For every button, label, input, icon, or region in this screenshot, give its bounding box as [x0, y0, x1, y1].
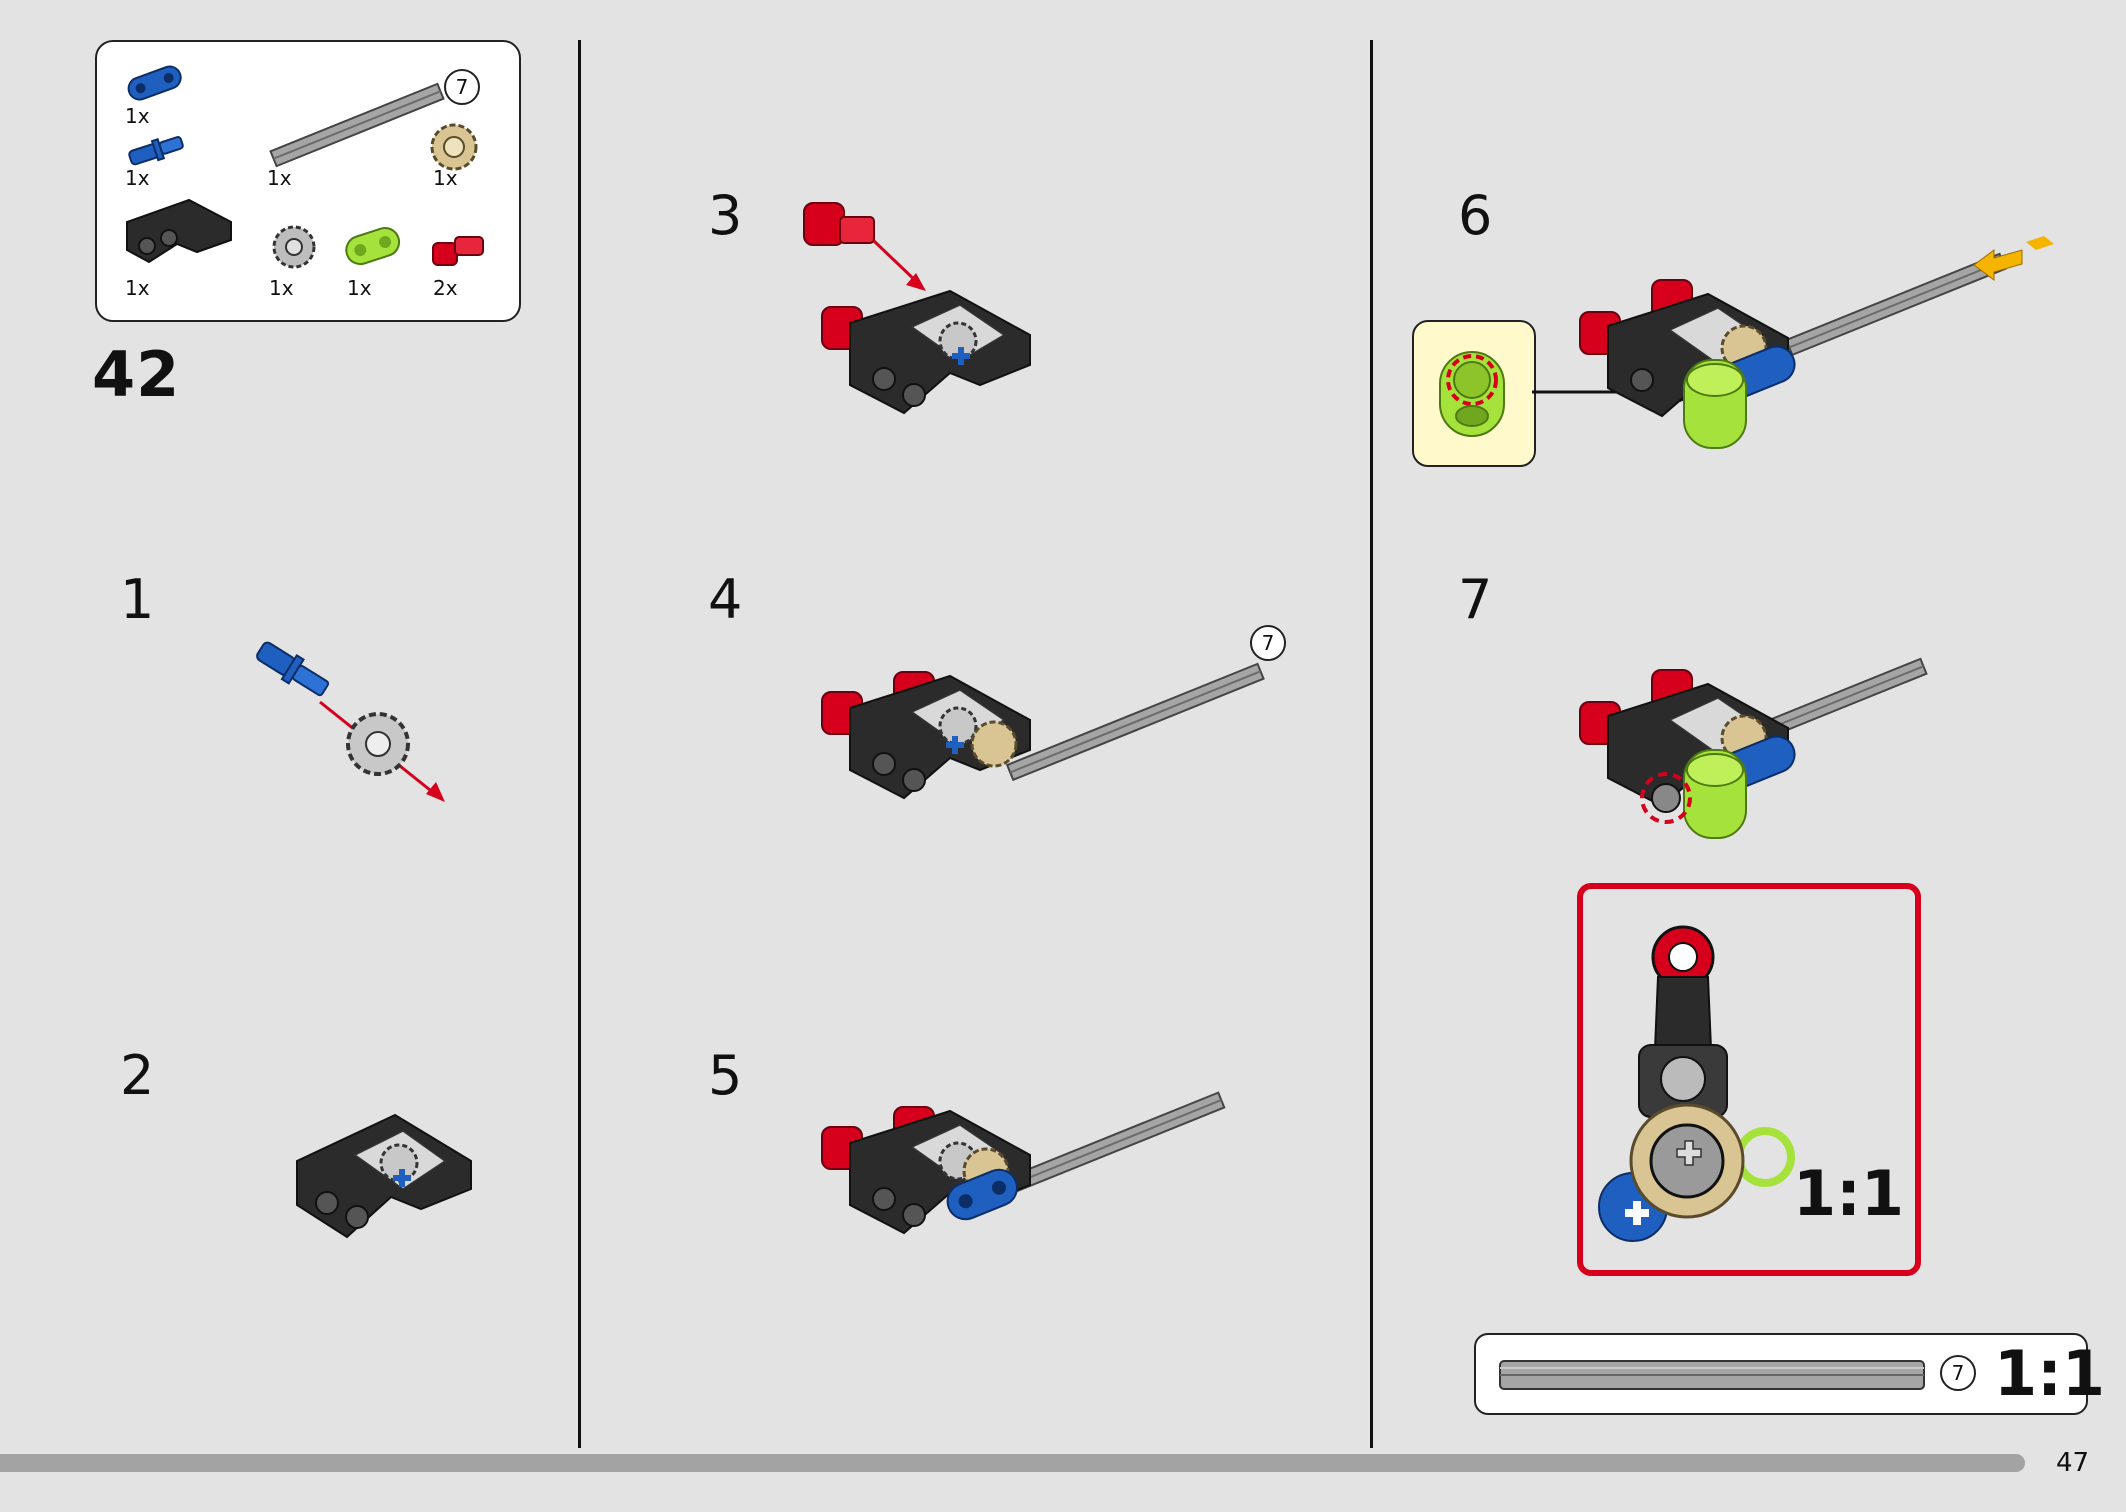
step-number: 1 [120, 568, 155, 631]
axle-length-badge: 7 [1940, 1355, 1976, 1391]
step-number: 2 [120, 1044, 155, 1107]
scale-view-assembly [1598, 925, 1795, 1242]
scale-view-box: 1:1 [1577, 883, 1921, 1276]
progress-bar [0, 1454, 2025, 1472]
detail-callout [1412, 320, 1536, 467]
black-frame-icon [126, 198, 232, 264]
part-count: 1x [125, 166, 150, 190]
step-number: 3 [708, 184, 743, 247]
column-divider-left [578, 40, 581, 1448]
part-count: 1x [267, 166, 292, 190]
blue-liftarm-1x2-icon [127, 65, 182, 101]
step-number: 4 [708, 568, 743, 631]
step-4-assembly [821, 662, 1265, 800]
blue-axle-pin-icon [128, 136, 184, 166]
step-number: 7 [1458, 568, 1493, 631]
axle-length-badge: 7 [444, 69, 480, 105]
step-number: 6 [1458, 184, 1493, 247]
part-count: 1x [347, 276, 372, 300]
axle-ruler-icon [1499, 1360, 1925, 1390]
step-1-assembly [256, 641, 445, 802]
axle-ruler-box: 7 1:1 [1474, 1333, 2105, 1415]
step-7-assembly [1579, 657, 1928, 839]
step-5-assembly [821, 1091, 1226, 1235]
lime-liftarm-detail-icon [1439, 351, 1505, 437]
main-step-number: 42 [92, 338, 181, 411]
part-count: 1x [125, 104, 150, 128]
scale-label: 1:1 [1793, 1157, 1905, 1230]
grey-axle-icon [269, 82, 445, 168]
step-3-assembly [803, 202, 1031, 415]
axle-length-badge: 7 [1250, 625, 1286, 661]
step-number: 5 [708, 1044, 743, 1107]
column-divider-right [1370, 40, 1373, 1448]
tan-gear-icon [430, 123, 478, 171]
page-number: 47 [2056, 1448, 2090, 1478]
grey-gear-icon [272, 225, 316, 269]
part-count: 2x [433, 276, 458, 300]
part-count: 1x [269, 276, 294, 300]
part-count: 1x [125, 276, 150, 300]
red-axle-connector-icon [432, 236, 484, 266]
step-6-assembly [1532, 236, 2054, 449]
part-count: 1x [433, 166, 458, 190]
step-2-assembly [296, 1113, 472, 1239]
parts-list-box: 1x 1x 7 1x 1x 1x 1x [95, 40, 521, 322]
lime-liftarm-icon [345, 227, 401, 266]
axle-ruler-scale-label: 1:1 [1994, 1337, 2106, 1410]
